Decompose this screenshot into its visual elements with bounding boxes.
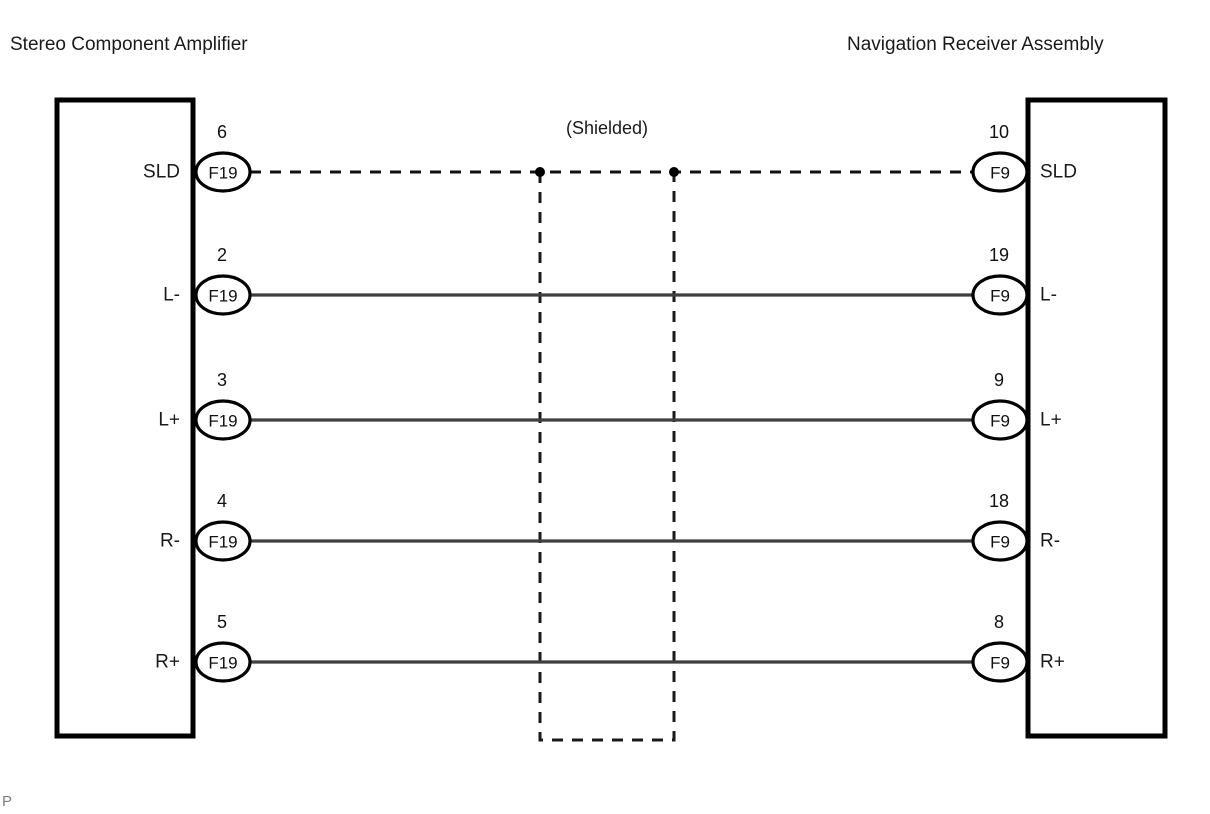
left-pin-number-l-plus: 3 [217,370,227,390]
left-pin-number-l-minus: 2 [217,245,227,265]
left-pin-number-r-minus: 4 [217,491,227,511]
shield-label: (Shielded) [566,118,648,138]
left-connector-code-r-minus: F19 [208,533,237,552]
left-signal-label-r-plus: R+ [155,652,180,673]
right-signal-label-l-minus: L- [1040,285,1057,306]
right-pin-number-l-plus: 9 [994,370,1004,390]
right-pin-number-r-plus: 8 [994,612,1004,632]
right-signal-label-r-minus: R- [1040,531,1060,552]
left-signal-label-l-minus: L- [163,285,180,306]
right-pin-number-l-minus: 19 [989,245,1009,265]
left-connector-code-sld: F19 [208,164,237,183]
right-connector-oval-l-minus [971,274,1029,316]
right-connector-code-r-plus: F9 [990,654,1010,673]
left-connector-oval-sld [194,151,252,193]
left-component-box [54,97,196,739]
left-connector-oval-l-minus [194,274,252,316]
left-connector-code-l-plus: F19 [208,412,237,431]
page-corner-mark: P [2,793,12,810]
right-connector-oval-sld [971,151,1029,193]
left-signal-label-sld: SLD [143,162,180,183]
left-pin-number-sld: 6 [217,122,227,142]
left-connector-code-l-minus: F19 [208,287,237,306]
right-connector-code-l-minus: F9 [990,287,1010,306]
left-connector-oval-r-minus [194,520,252,562]
right-connector-oval-r-plus [971,641,1029,683]
left-signal-label-l-plus: L+ [158,410,180,431]
left-connector-oval-l-plus [194,399,252,441]
left-connector-code-r-plus: F19 [208,654,237,673]
right-component-title: Navigation Receiver Assembly [847,34,1104,55]
left-connector-oval-r-plus [194,641,252,683]
right-component-box [1025,97,1168,739]
shield-junction-dot-left [535,167,545,177]
right-pin-number-r-minus: 18 [989,491,1009,511]
right-connector-oval-r-minus [971,520,1029,562]
right-connector-code-l-plus: F9 [990,412,1010,431]
right-connector-code-sld: F9 [990,164,1010,183]
left-pin-number-r-plus: 5 [217,612,227,632]
right-connector-code-r-minus: F9 [990,533,1010,552]
right-signal-label-l-plus: L+ [1040,410,1062,431]
right-signal-label-r-plus: R+ [1040,652,1065,673]
left-signal-label-r-minus: R- [160,531,180,552]
right-pin-number-sld: 10 [989,122,1009,142]
right-connector-oval-l-plus [971,399,1029,441]
shield-enclosure-outline [538,172,676,742]
right-signal-label-sld: SLD [1040,162,1077,183]
left-component-title: Stereo Component Amplifier [10,34,248,55]
shield-junction-dot-right [669,167,679,177]
